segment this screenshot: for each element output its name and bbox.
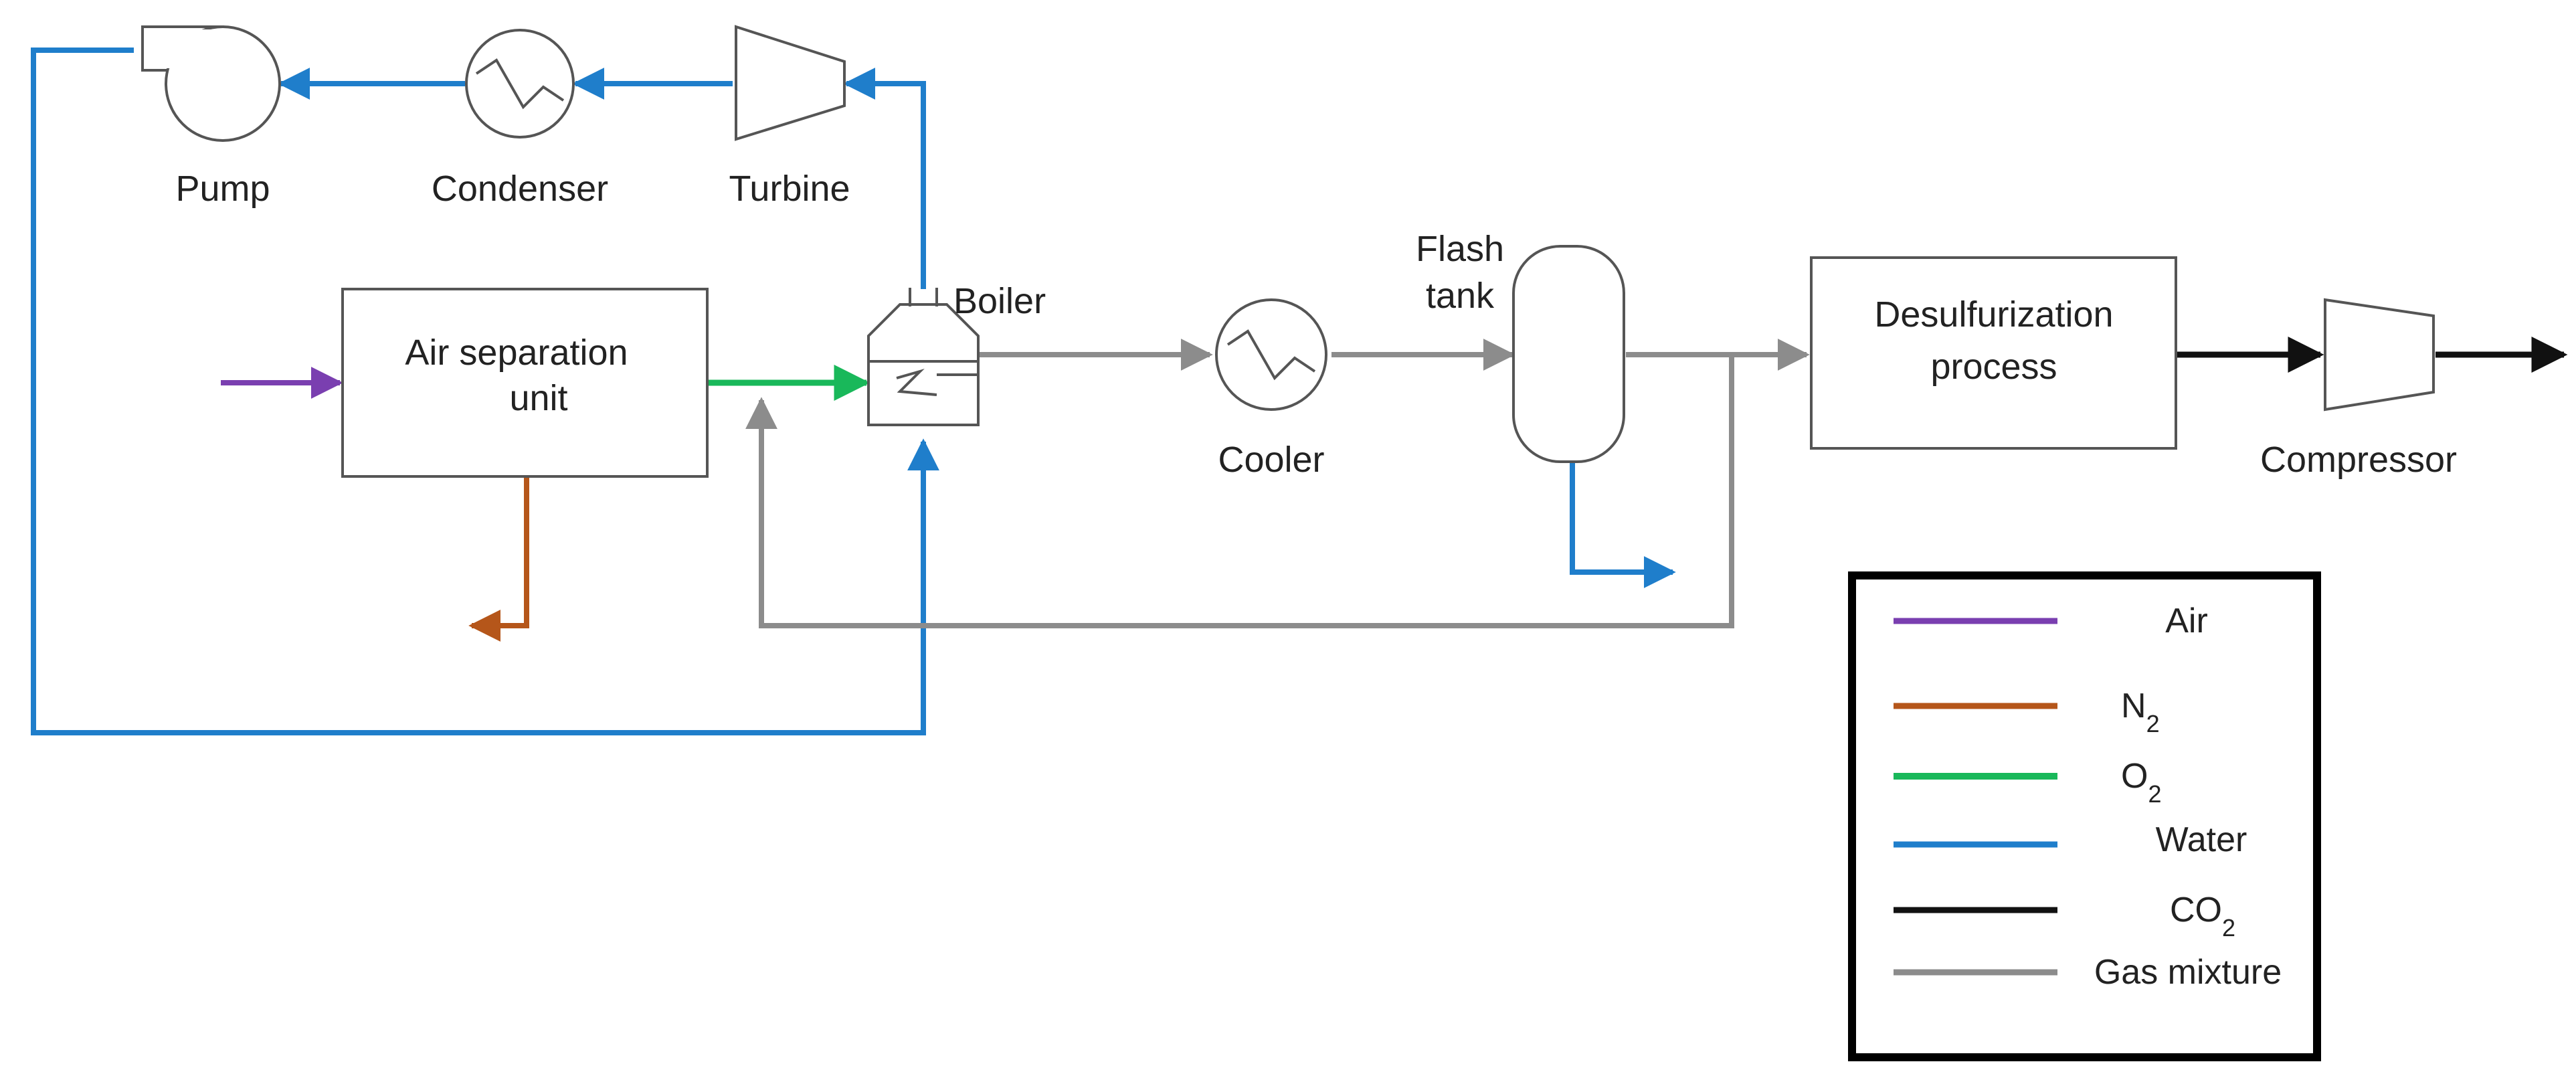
legend-item-water: Water	[1894, 820, 2247, 859]
desulfurization-process-box	[1810, 256, 2177, 450]
legend-label-n2: N2	[2121, 687, 2160, 737]
air-separation-unit-label-line1: Air separation	[405, 333, 628, 373]
compressor-label: Compressor	[2260, 440, 2457, 480]
legend-item-air: Air	[1894, 602, 2208, 640]
pump-label: Pump	[175, 169, 270, 209]
condenser-label: Condenser	[432, 169, 608, 209]
legend-label-co2: CO2	[2170, 891, 2235, 942]
cooler-label: Cooler	[1218, 440, 1324, 480]
legend-label-o2: O2	[2121, 757, 2161, 808]
legend-label-air: Air	[2165, 602, 2208, 640]
pump-icon	[141, 25, 281, 142]
boiler-icon	[867, 288, 980, 426]
air-separation-unit-box	[341, 288, 709, 478]
desulfurization-label-line1: Desulfurization	[1874, 294, 2113, 335]
compressor-icon	[2324, 298, 2435, 412]
legend-box	[1848, 571, 2321, 1061]
cooler-icon	[1215, 298, 1327, 411]
legend-label-water: Water	[2156, 820, 2247, 859]
flash-tank-icon	[1512, 245, 1625, 463]
turbine-icon	[735, 25, 846, 141]
legend-item-n2: N2	[1894, 687, 2160, 737]
water-stream-boiler-to-turbine	[843, 68, 926, 289]
flash-tank-label-line1: Flash	[1416, 229, 1504, 269]
legend-item-gas-mixture: Gas mixture	[1894, 953, 2282, 992]
legend-item-o2: O2	[1894, 757, 2161, 808]
turbine-label: Turbine	[729, 169, 850, 209]
desulfurization-label-line2: process	[1930, 347, 2057, 387]
legend: Air N2 O2 Water CO2 Gas mixture	[1848, 571, 2321, 1061]
legend-item-co2: CO2	[1894, 891, 2235, 942]
boiler-label: Boiler	[953, 281, 1046, 321]
condenser-icon	[465, 29, 575, 139]
air-separation-unit-label-line2: unit	[509, 378, 567, 418]
legend-label-gas-mixture: Gas mixture	[2094, 953, 2282, 992]
gas-recycle-stream	[745, 355, 1734, 628]
water-stream-pump-to-boiler	[31, 48, 939, 735]
n2-stream-outlet	[468, 476, 529, 642]
water-stream-flash-tank-outlet	[1570, 462, 1676, 588]
flash-tank-label-line2: tank	[1426, 276, 1495, 316]
